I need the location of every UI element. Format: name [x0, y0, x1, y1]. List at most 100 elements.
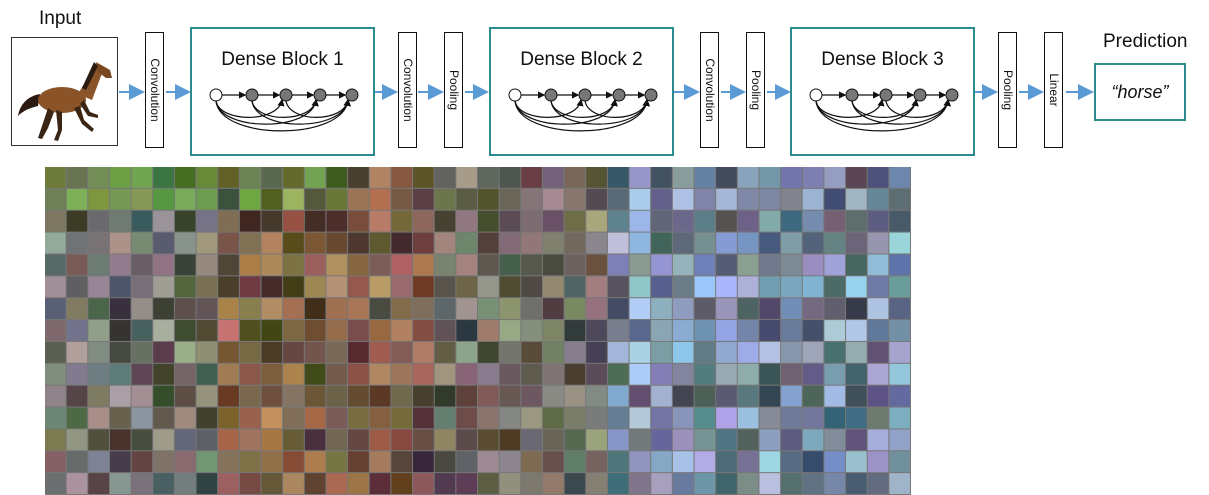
- thumbnail: [434, 167, 456, 188]
- thumbnail: [109, 451, 131, 473]
- thumbnail: [196, 298, 218, 320]
- thumbnail: [672, 320, 694, 341]
- thumbnail: [564, 320, 586, 341]
- thumbnail: [218, 363, 239, 385]
- thumbnail: [542, 429, 564, 451]
- thumbnail: [456, 320, 477, 341]
- thumbnail: [413, 188, 434, 210]
- thumbnail: [889, 254, 910, 276]
- thumbnail: [283, 385, 304, 407]
- thumbnail: [542, 320, 564, 341]
- thumbnail: [542, 407, 564, 429]
- thumbnail: [737, 276, 759, 298]
- thumbnail: [45, 167, 66, 188]
- thumbnail: [413, 429, 434, 451]
- thumbnail: [651, 254, 672, 276]
- thumbnail: [564, 188, 586, 210]
- input-image: [11, 37, 118, 146]
- thumbnail: [456, 276, 477, 298]
- thumbnail: [694, 407, 716, 429]
- thumbnail: [174, 232, 196, 254]
- layer-node: [245, 88, 259, 102]
- thumbnail: [456, 188, 477, 210]
- thumbnail: [607, 363, 629, 385]
- thumbnail: [889, 429, 910, 451]
- thumbnail: [846, 167, 867, 188]
- thumbnail: [326, 254, 348, 276]
- thumbnail: [131, 232, 153, 254]
- thumbnail: [542, 341, 564, 363]
- thumbnail: [672, 363, 694, 385]
- thumbnail: [716, 188, 737, 210]
- thumbnail: [478, 451, 499, 473]
- thumbnail: [867, 429, 889, 451]
- thumbnail: [672, 210, 694, 232]
- thumbnail: [239, 407, 261, 429]
- thumbnail: [607, 188, 629, 210]
- dense-block-title: Dense Block 3: [821, 49, 944, 70]
- thumbnail: [174, 210, 196, 232]
- thumbnail: [413, 385, 434, 407]
- thumbnail: [759, 363, 781, 385]
- dense-connection: [285, 98, 351, 118]
- thumbnail: [564, 298, 586, 320]
- thumbnail: [737, 429, 759, 451]
- thumbnail: [564, 363, 586, 385]
- thumbnail: [846, 188, 867, 210]
- layer-node: [945, 88, 959, 102]
- thumbnail: [153, 473, 174, 494]
- thumbnail: [218, 451, 239, 473]
- thumbnail: [737, 298, 759, 320]
- thumbnail: [672, 188, 694, 210]
- thumbnail: [564, 429, 586, 451]
- thumbnail: [629, 167, 651, 188]
- input-node: [209, 88, 223, 102]
- thumbnail: [586, 276, 607, 298]
- thumbnail: [434, 188, 456, 210]
- thumbnail: [694, 210, 716, 232]
- thumbnail: [218, 385, 239, 407]
- dense-connectivity-diagram: [508, 88, 658, 132]
- thumbnail: [304, 188, 326, 210]
- thumbnail: [672, 451, 694, 473]
- thumbnail: [802, 232, 824, 254]
- thumbnail: [694, 451, 716, 473]
- thumbnail: [456, 232, 477, 254]
- thumbnail: [131, 341, 153, 363]
- dense-block-title: Dense Block 2: [520, 49, 643, 70]
- thumbnail: [542, 167, 564, 188]
- thumbnail: [889, 407, 910, 429]
- thumbnail: [499, 254, 521, 276]
- prediction-value: “horse”: [1111, 81, 1169, 102]
- thumbnail: [694, 341, 716, 363]
- thumbnail: [66, 407, 88, 429]
- thumbnail: [586, 188, 607, 210]
- thumbnail: [131, 210, 153, 232]
- thumbnail: [196, 429, 218, 451]
- thumbnail: [802, 167, 824, 188]
- thumbnail: [434, 276, 456, 298]
- thumbnail: [867, 451, 889, 473]
- thumbnail: [824, 232, 846, 254]
- thumbnail: [109, 254, 131, 276]
- thumbnail: [45, 407, 66, 429]
- thumbnail: [261, 298, 283, 320]
- thumbnail: [196, 276, 218, 298]
- thumbnail: [629, 341, 651, 363]
- thumbnail: [239, 473, 261, 494]
- thumbnail: [283, 276, 304, 298]
- thumbnail: [348, 167, 369, 188]
- thumbnail: [607, 232, 629, 254]
- thumbnail: [607, 254, 629, 276]
- thumbnail: [542, 363, 564, 385]
- thumbnail: [218, 473, 239, 494]
- prediction-label: Prediction: [1103, 31, 1188, 52]
- thumbnail: [542, 232, 564, 254]
- thumbnail: [391, 429, 413, 451]
- thumbnail: [88, 429, 109, 451]
- thumbnail: [283, 210, 304, 232]
- thumbnail: [196, 341, 218, 363]
- thumbnail: [478, 210, 499, 232]
- thumbnail: [66, 188, 88, 210]
- thumbnail: [174, 320, 196, 341]
